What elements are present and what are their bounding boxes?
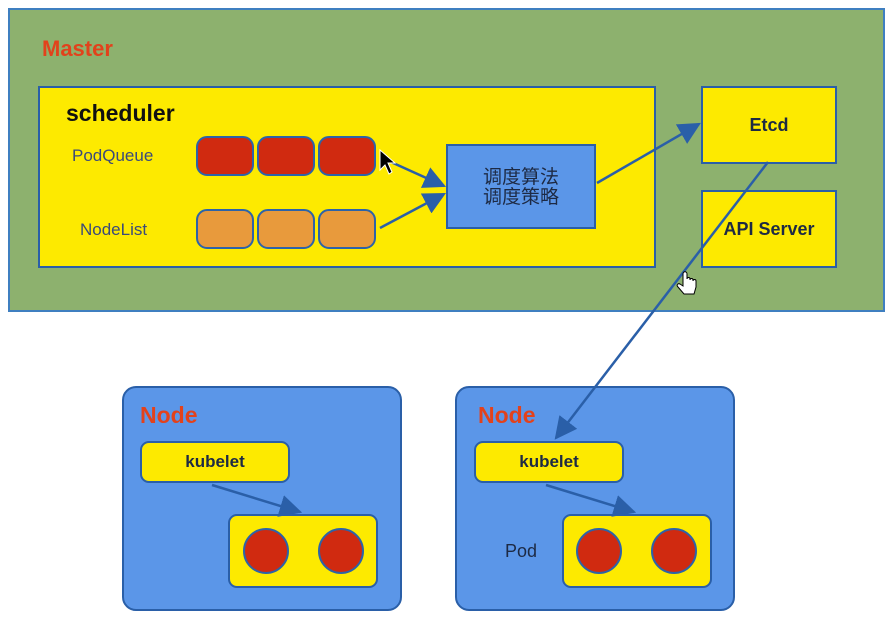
api-server-box: API Server <box>701 190 837 268</box>
hand-cursor <box>676 271 697 295</box>
kubelet-box-1: kubelet <box>140 441 290 483</box>
mouse-arrow-cursor <box>379 148 397 175</box>
algorithm-line: 调度算法 <box>482 165 559 188</box>
node-title-2: Node <box>478 402 536 428</box>
kubelet-to-pods-arrow-2 <box>545 483 637 517</box>
node-list-item <box>318 209 376 249</box>
node-title-1: Node <box>140 402 198 428</box>
pod-queue-label: PodQueue <box>72 146 154 165</box>
kubelet-to-pods-arrow-1 <box>211 483 303 517</box>
etcd-to-kubelet-arrow <box>554 161 769 440</box>
scheduling-algorithm-box: 调度算法 调度策略 <box>446 144 596 229</box>
pod-queue-item <box>196 136 254 176</box>
kubelet-label-1: kubelet <box>185 452 245 471</box>
kubelet-box-2: kubelet <box>474 441 624 483</box>
pod-2b <box>651 528 697 574</box>
etcd-box: Etcd <box>701 86 837 164</box>
node-list-item <box>196 209 254 249</box>
algorithm-to-etcd-arrow <box>596 122 701 185</box>
scheduler-title: scheduler <box>66 100 175 126</box>
kubelet-label-2: kubelet <box>519 452 579 471</box>
nodelist-to-algorithm-arrow <box>379 192 446 230</box>
etcd-label: Etcd <box>749 114 789 135</box>
strategy-line: 调度策略 <box>482 185 559 208</box>
pod-queue-item <box>318 136 376 176</box>
pod-2a <box>576 528 622 574</box>
node-list-label: NodeList <box>80 220 148 239</box>
master-title: Master <box>42 36 113 61</box>
pod-1a <box>243 528 289 574</box>
api-server-label: API Server <box>723 218 815 239</box>
pod-label: Pod <box>505 541 538 561</box>
pod-1b <box>318 528 364 574</box>
pod-queue-item <box>257 136 315 176</box>
node-list-item <box>257 209 315 249</box>
